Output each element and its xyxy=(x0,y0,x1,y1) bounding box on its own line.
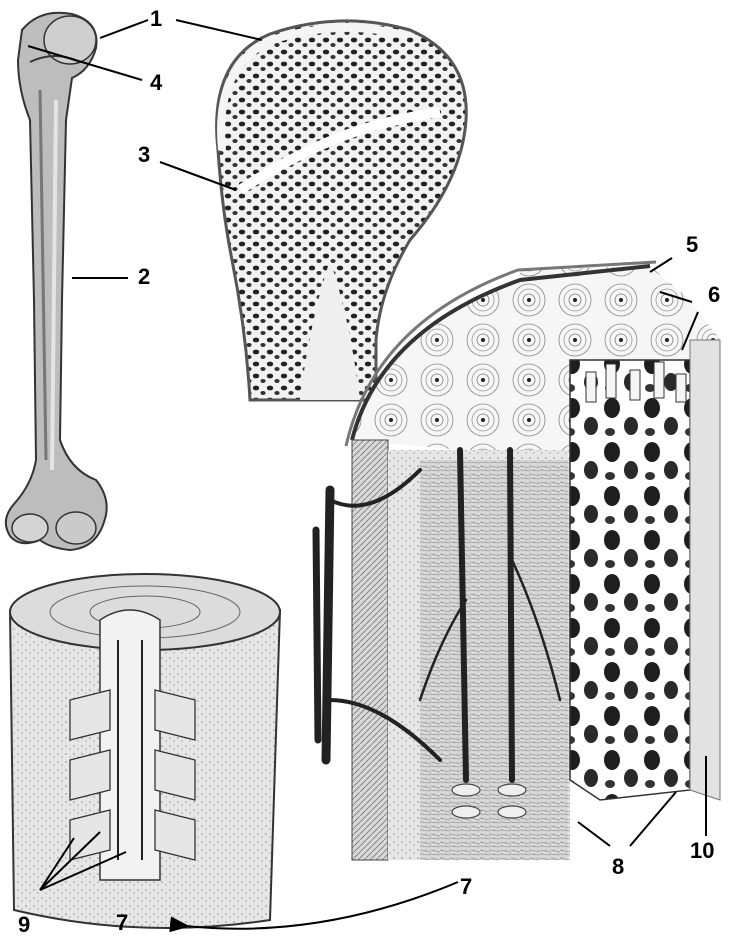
label-2: 2 xyxy=(138,266,150,288)
label-10: 10 xyxy=(690,840,714,862)
label-5: 5 xyxy=(686,234,698,256)
label-8: 8 xyxy=(612,856,624,878)
label-7-osteon-canal: 7 xyxy=(116,912,128,934)
label-6: 6 xyxy=(708,284,720,306)
label-4: 4 xyxy=(150,72,162,94)
humerus-bone xyxy=(6,13,107,550)
label-9: 9 xyxy=(18,914,30,936)
label-7-osteon-vessel: 7 xyxy=(460,876,472,898)
label-1: 1 xyxy=(150,8,162,30)
label-3: 3 xyxy=(138,144,150,166)
